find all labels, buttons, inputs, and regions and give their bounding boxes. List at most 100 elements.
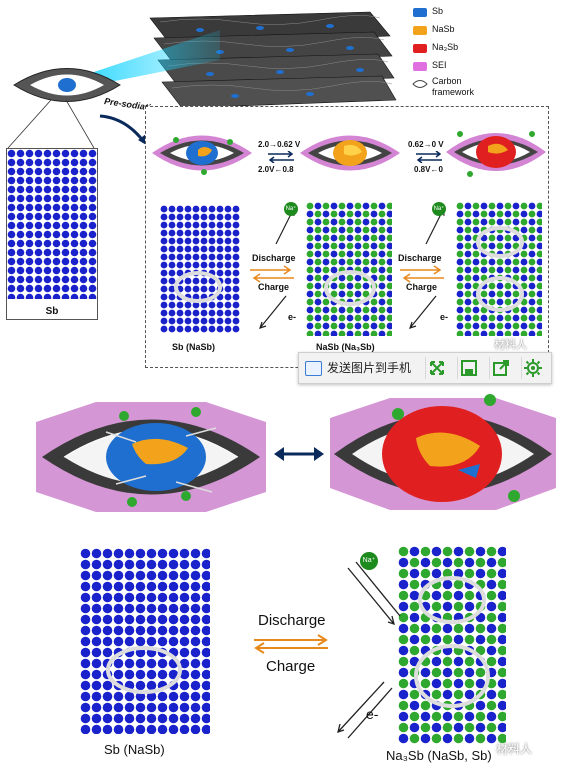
sb-atom (168, 205, 176, 213)
sb-atom (456, 210, 464, 218)
sb-atom (512, 314, 520, 322)
sb-atom (16, 230, 25, 239)
sb-atom (7, 248, 16, 257)
sb-atom (520, 306, 528, 314)
na-atom (338, 330, 346, 336)
na-atom (386, 282, 392, 290)
sb-atom (232, 253, 240, 261)
na-atom (528, 242, 536, 250)
sb-atom (168, 309, 176, 317)
sb-atom (25, 257, 34, 266)
sb-atom (192, 285, 200, 293)
expand-button[interactable] (425, 357, 448, 379)
na-atom (536, 330, 542, 336)
sb-atom (464, 314, 472, 322)
sb-atom (386, 322, 392, 330)
na-atom (475, 623, 486, 634)
sb-atom (61, 239, 70, 248)
sb-atom (176, 205, 184, 213)
sb-atom (179, 603, 190, 614)
sb-atom (80, 570, 91, 581)
na-atom (442, 678, 453, 689)
sb-atom (488, 210, 496, 218)
na-atom (453, 601, 464, 612)
sb-atom (168, 285, 176, 293)
na-atom (378, 258, 386, 266)
sb-atom (330, 234, 338, 242)
sb-atom (124, 559, 135, 570)
na-atom (464, 546, 475, 557)
sb-atom (16, 176, 25, 185)
sb-atom (70, 284, 79, 293)
sb-atom (520, 258, 528, 266)
sb-atom (16, 158, 25, 167)
sb-atom (322, 306, 330, 314)
na-atom (409, 689, 420, 700)
charge-label-bottom: Charge (266, 658, 316, 675)
sb-atom (431, 722, 442, 733)
sb-atom (201, 669, 210, 680)
sb-atom (7, 149, 16, 158)
sb-atom (16, 194, 25, 203)
sb-atom (70, 167, 79, 176)
sb-atom (16, 275, 25, 284)
sb-atom (378, 266, 386, 274)
sb-atom (79, 257, 88, 266)
na-atom (464, 242, 472, 250)
na-atom (472, 266, 480, 274)
sb-atom (160, 253, 168, 261)
sb-atom (135, 702, 146, 713)
save-button[interactable] (457, 357, 480, 379)
sb-atom (472, 322, 480, 330)
na-atom (464, 322, 472, 330)
sb-atom (338, 226, 346, 234)
na-atom (330, 306, 338, 314)
na-atom (488, 330, 496, 336)
sb-atom (190, 636, 201, 647)
sb-atom (536, 210, 542, 218)
sb-atom (52, 275, 61, 284)
na-atom (354, 250, 362, 258)
sb-atom (43, 158, 52, 167)
sb-atom (157, 713, 168, 724)
na-atom (453, 733, 464, 744)
panel-arrows-1 (250, 206, 295, 329)
sb-atom (70, 212, 79, 221)
sb-atom (168, 713, 179, 724)
sb-atom (192, 309, 200, 317)
sb-atom (61, 185, 70, 194)
voltage-2-arrows (416, 151, 442, 163)
sb-atom (208, 213, 216, 221)
sb-atom (91, 702, 102, 713)
sb-atom (7, 194, 16, 203)
na-atom (486, 722, 497, 733)
sb-atom (420, 733, 431, 744)
sb-atom (80, 581, 91, 592)
send-to-phone-button[interactable]: 发送图片到手机 (305, 356, 411, 380)
sb-atom (442, 733, 453, 744)
bottom-arrows (254, 561, 401, 739)
sb-atom (475, 700, 486, 711)
sb-atom (88, 293, 97, 299)
settings-button[interactable] (521, 357, 544, 379)
sb-atom (306, 274, 314, 282)
sb-atom (472, 274, 480, 282)
sb-atom (157, 691, 168, 702)
sb-label: Sb (45, 306, 59, 317)
sb-atom (79, 158, 88, 167)
na-atom (496, 290, 504, 298)
sb-atom (386, 274, 392, 282)
sb-atom (80, 691, 91, 702)
discharge-label-top-1: Discharge (252, 253, 296, 263)
sb-atom (113, 614, 124, 625)
sb-atom (232, 325, 240, 333)
na-atom (398, 612, 409, 623)
sb-atom (497, 568, 506, 579)
sb-atom (486, 733, 497, 744)
sb-atom (486, 601, 497, 612)
sb-atom (160, 301, 168, 309)
sb-atom (70, 248, 79, 257)
na-atom (486, 634, 497, 645)
sb-atom (398, 733, 409, 744)
share-button[interactable] (489, 357, 512, 379)
